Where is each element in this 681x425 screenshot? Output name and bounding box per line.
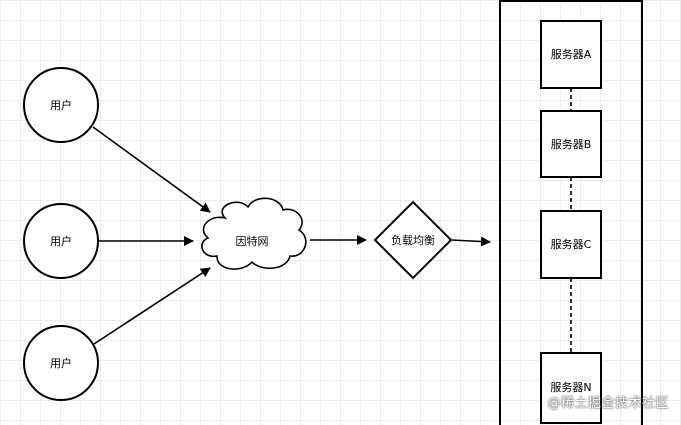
user-label-3: 用户 bbox=[50, 356, 72, 370]
load-balancer-node: 负载均衡 bbox=[373, 200, 453, 280]
user-node-3: 用户 bbox=[23, 325, 99, 401]
server-node-b: 服务器B bbox=[540, 110, 602, 178]
server-label-c: 服务器C bbox=[551, 238, 592, 251]
server-label-b: 服务器B bbox=[551, 138, 592, 151]
user-node-2: 用户 bbox=[23, 203, 99, 279]
server-label-n: 服务器N bbox=[550, 381, 591, 394]
user-label-1: 用户 bbox=[50, 98, 72, 112]
server-cluster-container bbox=[499, 0, 643, 425]
watermark-text: @稀土掘金技术社区 bbox=[547, 396, 669, 411]
internet-label: 因特网 bbox=[236, 234, 269, 248]
server-node-n: 服务器N bbox=[540, 352, 602, 424]
server-label-a: 服务器A bbox=[551, 48, 592, 61]
arrow-loadbalancer-to-servers bbox=[451, 236, 491, 247]
server-node-a: 服务器A bbox=[540, 20, 602, 89]
server-node-c: 服务器C bbox=[540, 210, 602, 279]
internet-cloud: 因特网 bbox=[201, 197, 307, 270]
load-balancer-label: 负载均衡 bbox=[391, 233, 435, 247]
user-node-1: 用户 bbox=[23, 67, 99, 143]
arrow-user3-to-internet bbox=[93, 267, 211, 345]
user-label-2: 用户 bbox=[50, 234, 72, 248]
arrow-user1-to-internet bbox=[92, 126, 211, 213]
